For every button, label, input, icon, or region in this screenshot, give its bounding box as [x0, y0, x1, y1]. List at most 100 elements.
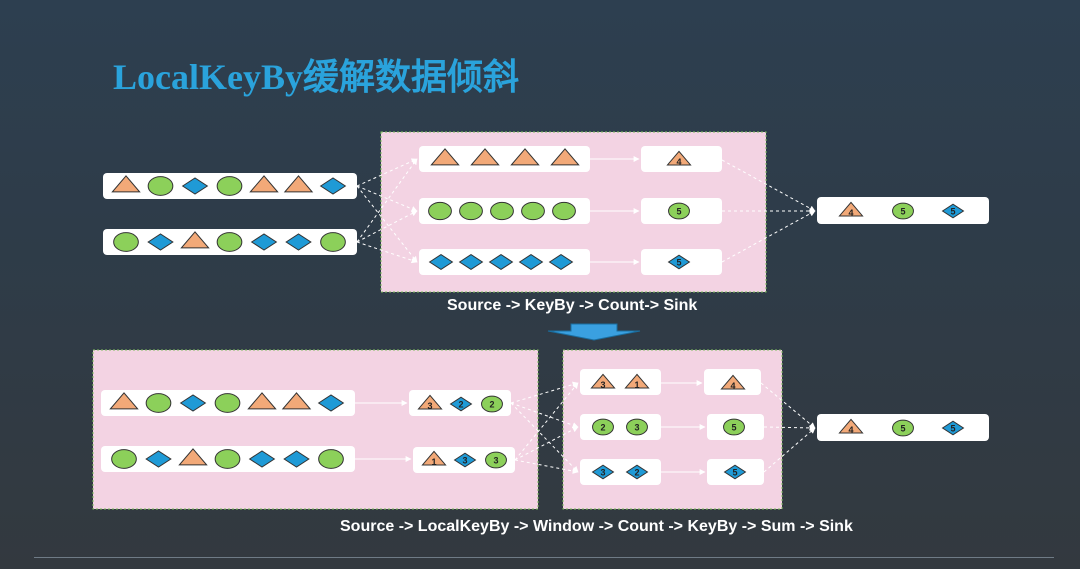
bottom-keyed-row-triangle — [580, 369, 661, 395]
bot-src2-diamond-icon — [248, 450, 276, 468]
bottom-sink-diamond-icon: 5 — [941, 420, 965, 436]
bot-src1-triangle-icon — [247, 392, 277, 410]
triangle-count-label: 3 — [600, 380, 605, 390]
keyed-dia-diamond-icon — [458, 253, 484, 271]
shuffle-arrow-0 — [356, 158, 418, 187]
bot-src2-circle-icon — [214, 449, 241, 469]
keyed-tri-triangle-icon — [550, 148, 580, 166]
bot-src1-circle-icon — [145, 393, 172, 413]
bottom-sink-arrow-2 — [763, 427, 816, 473]
top-pipeline-caption: Source -> KeyBy -> Count-> Sink — [447, 297, 698, 314]
keyed-row-triangle — [419, 146, 590, 172]
page-title: LocalKeyBy缓解数据倾斜 — [113, 57, 519, 97]
diamond-count-label: 5 — [950, 424, 955, 434]
top-src2-triangle-icon — [180, 231, 210, 249]
top-src2-circle-icon — [320, 232, 346, 252]
circle-count-label: 2 — [489, 400, 494, 410]
circle-count-label: 2 — [600, 423, 605, 433]
circle-count-label: 3 — [634, 423, 639, 433]
count-triangle-icon: 4 — [666, 150, 692, 167]
bottom-pipeline-caption: Source -> LocalKeyBy -> Window -> Count … — [340, 518, 853, 535]
local2-circle-icon: 3 — [485, 451, 507, 469]
bot-src2-triangle-icon — [178, 448, 208, 466]
bottom-sink-arrow-1 — [763, 424, 816, 431]
footer-divider — [34, 557, 1054, 558]
circle-count-label: 5 — [900, 207, 905, 217]
bottom-sink-triangle-icon: 4 — [838, 418, 864, 435]
circle-count-label: 5 — [731, 423, 736, 433]
keyed-dia-diamond-icon — [518, 253, 544, 271]
triangle-count-label: 3 — [427, 401, 432, 411]
bot-src1-diamond-icon — [317, 394, 345, 412]
shuffle-arrow-5 — [356, 241, 418, 264]
bkeyed-circle-icon: 3 — [626, 418, 648, 436]
local2-diamond-icon: 3 — [453, 452, 477, 468]
keyed-dia-diamond-icon — [488, 253, 514, 271]
diamond-count-label: 3 — [600, 468, 605, 478]
triangle-count-label: 4 — [730, 381, 735, 391]
top-src2-diamond-icon — [250, 233, 278, 251]
bottom-shuffle-arrow-5 — [514, 459, 579, 474]
bottom-keyed-row-diamond — [580, 459, 661, 485]
keyed-cir-circle-icon — [459, 201, 483, 221]
keyed-cir-circle-icon — [490, 201, 514, 221]
top-src1-diamond-icon — [181, 177, 209, 195]
sum-diamond-icon: 5 — [723, 464, 747, 480]
shuffle-arrow-3 — [356, 158, 418, 243]
top-src2-circle-icon — [216, 232, 243, 252]
keyed-dia-diamond-icon — [428, 253, 454, 271]
diamond-count-label: 5 — [732, 468, 737, 478]
keyed-tri-triangle-icon — [510, 148, 540, 166]
shuffle-arrow-1 — [356, 185, 418, 212]
top-src1-triangle-icon — [283, 175, 314, 193]
bot-src2-diamond-icon — [283, 450, 310, 468]
triangle-count-label: 4 — [848, 208, 853, 218]
top-sink-diamond-icon: 5 — [941, 203, 965, 219]
local1-diamond-icon: 2 — [449, 396, 473, 412]
local2-triangle-icon: 1 — [421, 450, 447, 467]
keyed-cir-circle-icon — [552, 201, 576, 221]
diamond-count-label: 2 — [634, 468, 639, 478]
bot-src2-circle-icon — [111, 449, 137, 469]
sum-circle-icon: 5 — [723, 418, 745, 436]
localkeyby-stage-panel — [92, 349, 539, 510]
shuffle-arrow-4 — [356, 210, 418, 243]
count-circle-icon: 5 — [668, 202, 690, 220]
shuffle-arrow-2 — [356, 185, 418, 263]
circle-count-label: 5 — [900, 424, 905, 434]
bot-src1-triangle-icon — [281, 392, 312, 410]
bottom-shuffle-arrow-2 — [510, 402, 579, 473]
keyed-cir-circle-icon — [521, 201, 545, 221]
count-diamond-icon: 5 — [667, 254, 691, 270]
bot-src1-circle-icon — [214, 393, 241, 413]
top-src2-circle-icon — [113, 232, 139, 252]
bkeyed-diamond-icon: 3 — [591, 464, 615, 480]
bkeyed-triangle-icon: 1 — [624, 373, 650, 390]
bottom-shuffle-arrow-3 — [514, 382, 579, 461]
keyed-cir-circle-icon — [428, 201, 452, 221]
top-src1-circle-icon — [147, 176, 174, 196]
bot-src2-diamond-icon — [145, 450, 172, 468]
keyed-dia-diamond-icon — [548, 253, 574, 271]
transition-arrow-icon — [547, 323, 641, 341]
top-src2-diamond-icon — [285, 233, 312, 251]
circle-count-label: 5 — [676, 207, 681, 217]
bkeyed-triangle-icon: 3 — [590, 373, 616, 390]
top-src2-diamond-icon — [147, 233, 174, 251]
top-src1-triangle-icon — [111, 175, 141, 193]
keyed-tri-triangle-icon — [470, 148, 500, 166]
circle-count-label: 3 — [493, 456, 498, 466]
bkeyed-diamond-icon: 2 — [625, 464, 649, 480]
bot-src2-circle-icon — [318, 449, 344, 469]
top-src1-circle-icon — [216, 176, 243, 196]
top-src1-triangle-icon — [249, 175, 279, 193]
bot-src1-triangle-icon — [109, 392, 139, 410]
sum-triangle-icon: 4 — [720, 374, 746, 391]
top-sink-circle-icon: 5 — [892, 202, 914, 220]
bottom-sink-circle-icon: 5 — [892, 419, 914, 437]
triangle-count-label: 1 — [431, 457, 436, 467]
local1-circle-icon: 2 — [481, 395, 503, 413]
keyed-tri-triangle-icon — [430, 148, 460, 166]
triangle-count-label: 1 — [634, 380, 639, 390]
